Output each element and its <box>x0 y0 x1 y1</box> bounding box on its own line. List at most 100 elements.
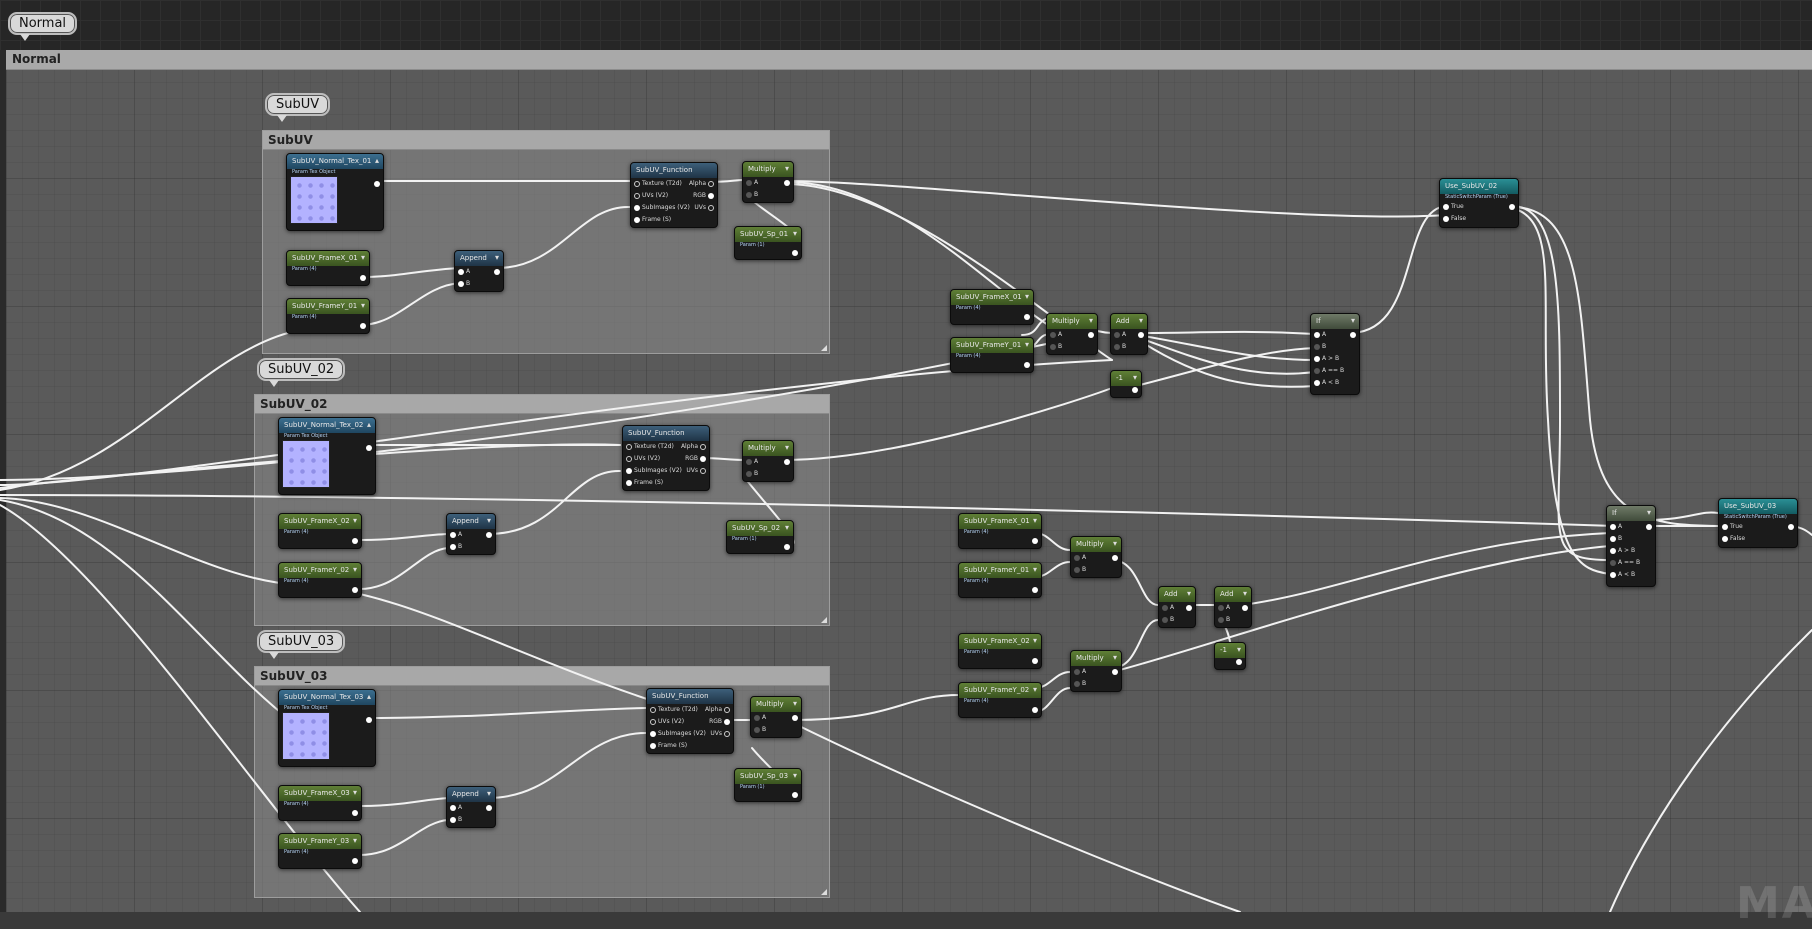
input-pin-equal[interactable] <box>1610 560 1616 566</box>
output-pin[interactable] <box>352 858 358 864</box>
multiply-node[interactable]: Multiply▾ A B <box>742 440 794 482</box>
subuv02-comment-bubble[interactable]: SubUV_02 <box>257 358 346 387</box>
output-pin[interactable] <box>792 250 798 256</box>
chevron-down-icon[interactable]: ▾ <box>1032 565 1037 574</box>
input-pin[interactable] <box>650 719 656 725</box>
chevron-down-icon[interactable]: ▾ <box>1032 685 1037 694</box>
chevron-down-icon[interactable]: ▾ <box>1032 516 1037 525</box>
output-pin[interactable] <box>1112 669 1118 675</box>
texture-object-node[interactable]: SubUV_Normal_Tex_02▴ Param Tex Object <box>278 417 376 495</box>
output-pin[interactable] <box>784 180 790 186</box>
output-pin[interactable] <box>724 707 730 713</box>
input-pin[interactable] <box>634 205 640 211</box>
output-pin[interactable] <box>486 532 492 538</box>
multiply-node[interactable]: Multiply▾ A B <box>1070 650 1122 692</box>
output-pin[interactable] <box>1509 204 1515 210</box>
scalar-param-node[interactable]: SubUV_FrameY_02▾ Param (4) <box>958 682 1042 718</box>
if-node[interactable]: If▾ A B A > B A == B A < B <box>1310 313 1360 395</box>
input-pin-false[interactable] <box>1443 216 1449 222</box>
multiply-node[interactable]: Multiply▾ A B <box>1046 313 1098 355</box>
scalar-param-node[interactable]: SubUV_FrameX_02▾ Param (4) <box>278 513 362 549</box>
multiply-node[interactable]: Multiply▾ A B <box>1070 536 1122 578</box>
input-pin[interactable] <box>626 444 632 450</box>
if-node[interactable]: If▾ A B A > B A == B A < B <box>1606 505 1656 587</box>
chevron-down-icon[interactable]: ▾ <box>1024 292 1029 301</box>
input-pin-b[interactable] <box>754 727 760 733</box>
chevron-down-icon[interactable]: ▾ <box>792 699 797 708</box>
chevron-down-icon[interactable]: ▾ <box>1024 340 1029 349</box>
subuv-function-node[interactable]: SubUV_Function Texture (T2d)Alpha UVs (V… <box>622 425 710 491</box>
input-pin[interactable] <box>626 456 632 462</box>
scalar-param-node[interactable]: SubUV_FrameY_01▾ Param (4) <box>958 562 1042 598</box>
input-pin-a[interactable] <box>1162 605 1168 611</box>
output-pin[interactable] <box>360 275 366 281</box>
output-pin[interactable] <box>792 792 798 798</box>
add-node[interactable]: Add▾ A B <box>1110 313 1148 355</box>
multiply-node[interactable]: Multiply▾ A B <box>742 161 794 203</box>
output-pin[interactable] <box>784 459 790 465</box>
output-pin[interactable] <box>708 181 714 187</box>
scalar-param-node[interactable]: SubUV_Sp_01▾ Param (1) <box>734 226 802 260</box>
input-pin-b[interactable] <box>746 471 752 477</box>
output-pin[interactable] <box>1032 587 1038 593</box>
output-pin[interactable] <box>1236 659 1242 665</box>
input-pin-b[interactable] <box>450 544 456 550</box>
multiply-node[interactable]: Multiply▾ A B <box>750 696 802 738</box>
input-pin-a[interactable] <box>450 805 456 811</box>
scalar-param-node[interactable]: SubUV_FrameY_03▾ Param (4) <box>278 833 362 869</box>
chevron-down-icon[interactable]: ▾ <box>1132 373 1137 382</box>
chevron-down-icon[interactable]: ▾ <box>494 253 499 262</box>
input-pin-a[interactable] <box>1114 332 1120 338</box>
comment-resize-handle[interactable] <box>821 889 827 895</box>
output-pin[interactable] <box>366 445 372 451</box>
output-pin[interactable] <box>1132 387 1138 393</box>
scalar-param-node[interactable]: SubUV_FrameX_01▾ Param (4) <box>286 250 370 286</box>
input-pin-a[interactable] <box>754 715 760 721</box>
output-pin[interactable] <box>1032 538 1038 544</box>
input-pin-a[interactable] <box>746 459 752 465</box>
input-pin[interactable] <box>626 480 632 486</box>
input-pin[interactable] <box>650 743 656 749</box>
output-pin[interactable] <box>1112 555 1118 561</box>
scalar-param-node[interactable]: SubUV_FrameY_02▾ Param (4) <box>278 562 362 598</box>
chevron-down-icon[interactable]: ▾ <box>1138 316 1143 325</box>
input-pin-a[interactable] <box>1314 332 1320 338</box>
output-pin[interactable] <box>360 323 366 329</box>
add-node[interactable]: Add▾ A B <box>1158 586 1196 628</box>
output-pin[interactable] <box>1186 605 1192 611</box>
chevron-down-icon[interactable]: ▾ <box>1236 645 1241 654</box>
output-pin[interactable] <box>792 715 798 721</box>
input-pin-a[interactable] <box>1074 669 1080 675</box>
input-pin[interactable] <box>634 193 640 199</box>
output-pin[interactable] <box>708 205 714 211</box>
normal-comment-header[interactable]: Normal <box>6 50 1812 70</box>
input-pin-equal[interactable] <box>1314 368 1320 374</box>
chevron-down-icon[interactable]: ▾ <box>784 523 789 532</box>
texture-object-node[interactable]: SubUV_Normal_Tex_03▴ Param Tex Object <box>278 689 376 767</box>
input-pin-greater[interactable] <box>1314 356 1320 362</box>
output-pin[interactable] <box>366 717 372 723</box>
output-pin[interactable] <box>494 269 500 275</box>
input-pin-b[interactable] <box>450 817 456 823</box>
output-pin[interactable] <box>1138 332 1144 338</box>
chevron-up-icon[interactable]: ▴ <box>366 692 371 701</box>
output-pin[interactable] <box>700 444 706 450</box>
chevron-down-icon[interactable]: ▾ <box>352 788 357 797</box>
append-node[interactable]: Append▾ A B <box>446 786 496 828</box>
output-pin[interactable] <box>374 181 380 187</box>
input-pin-b[interactable] <box>458 281 464 287</box>
input-pin-b[interactable] <box>746 192 752 198</box>
chevron-down-icon[interactable]: ▾ <box>352 836 357 845</box>
scalar-param-node[interactable]: SubUV_Sp_02▾ Param (1) <box>726 520 794 554</box>
input-pin-b[interactable] <box>1074 567 1080 573</box>
chevron-down-icon[interactable]: ▾ <box>1032 636 1037 645</box>
input-pin-a[interactable] <box>458 269 464 275</box>
input-pin-a[interactable] <box>746 180 752 186</box>
subuv03-comment-bubble[interactable]: SubUV_03 <box>257 630 346 659</box>
chevron-down-icon[interactable]: ▾ <box>1350 316 1355 325</box>
input-pin-false[interactable] <box>1722 536 1728 542</box>
output-pin[interactable] <box>700 468 706 474</box>
subuv-function-node[interactable]: SubUV_Function Texture (T2d)Alpha UVs (V… <box>630 162 718 228</box>
chevron-down-icon[interactable]: ▾ <box>784 443 789 452</box>
input-pin-b[interactable] <box>1050 344 1056 350</box>
